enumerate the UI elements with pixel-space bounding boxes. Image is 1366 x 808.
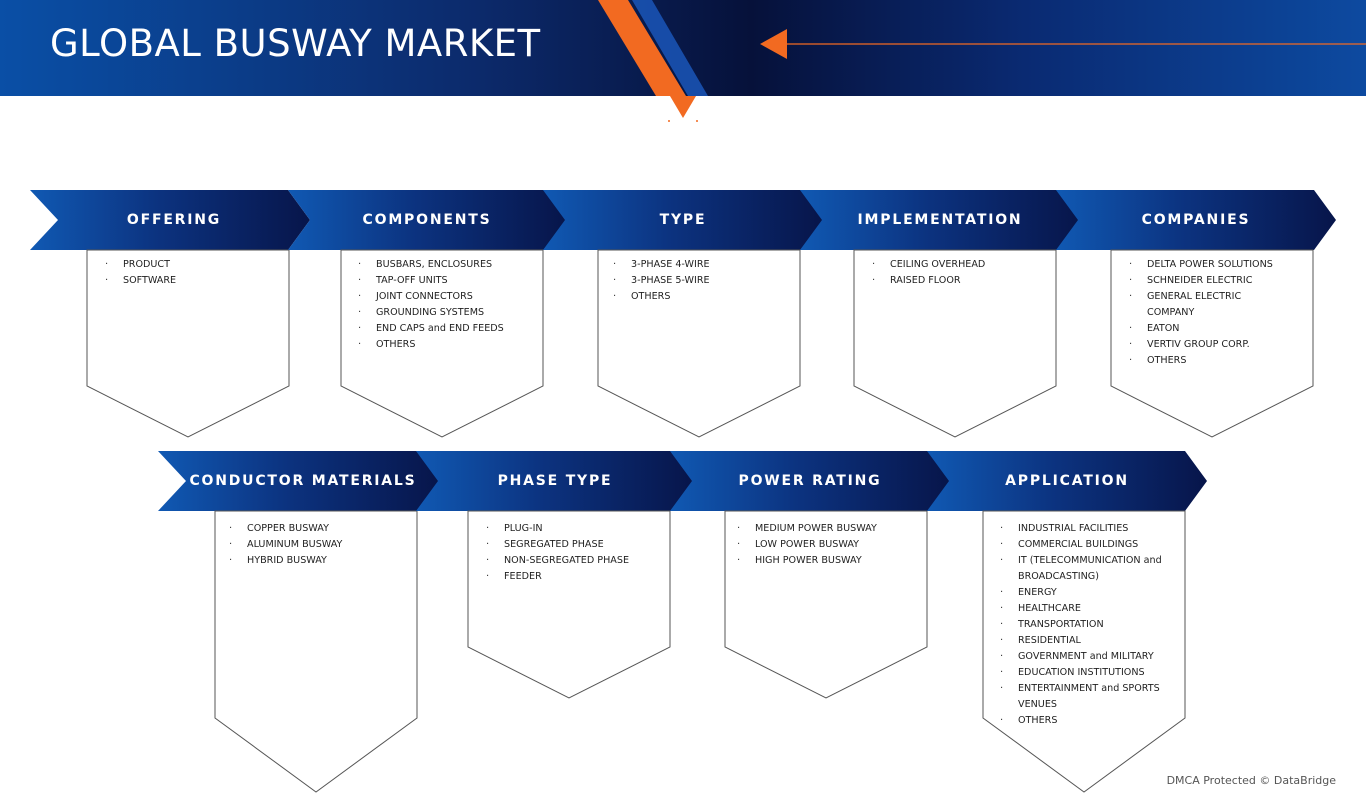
segment-box-conductor-materials xyxy=(214,510,418,793)
segment-header-companies: COMPANIES xyxy=(1056,190,1336,250)
orange-left-arrow-icon xyxy=(760,29,787,59)
list-item: JOINT CONNECTORS xyxy=(358,289,533,305)
list-item: BUSBARS, ENCLOSURES xyxy=(358,257,533,273)
list-item: ENTERTAINMENT and SPORTS VENUES xyxy=(1000,681,1168,713)
page-title: GLOBAL BUSWAY MARKET xyxy=(50,22,541,65)
list-item: IT (TELECOMMUNICATION and BROADCASTING) xyxy=(1000,553,1168,585)
segment-list-type: 3-PHASE 4-WIRE 3-PHASE 5-WIRE OTHERS xyxy=(613,257,788,305)
list-item: CEILING OVERHEAD xyxy=(872,257,1047,273)
list-item: OTHERS xyxy=(358,337,533,353)
list-item: GROUNDING SYSTEMS xyxy=(358,305,533,321)
list-item: ENERGY xyxy=(1000,585,1168,601)
accent-dot xyxy=(696,120,698,122)
segment-list-application: INDUSTRIAL FACILITIES COMMERCIAL BUILDIN… xyxy=(1000,521,1168,729)
list-item: EATON xyxy=(1129,321,1274,337)
list-item: OTHERS xyxy=(1000,713,1168,729)
list-item: SCHNEIDER ELECTRIC xyxy=(1129,273,1274,289)
segment-label: COMPONENTS xyxy=(362,212,492,228)
segment-label: COMPANIES xyxy=(1141,212,1251,228)
segment-box-components xyxy=(340,249,544,438)
list-item: COMMERCIAL BUILDINGS xyxy=(1000,537,1168,553)
list-item: 3-PHASE 5-WIRE xyxy=(613,273,788,289)
orange-stripe xyxy=(598,0,686,96)
list-item: GOVERNMENT and MILITARY xyxy=(1000,649,1168,665)
segment-list-phase-type: PLUG-IN SEGREGATED PHASE NON-SEGREGATED … xyxy=(486,521,661,585)
segment-list-components: BUSBARS, ENCLOSURES TAP-OFF UNITS JOINT … xyxy=(358,257,533,353)
list-item: SEGREGATED PHASE xyxy=(486,537,661,553)
list-item: RAISED FLOOR xyxy=(872,273,1047,289)
list-item: OTHERS xyxy=(1129,353,1274,369)
list-item: 3-PHASE 4-WIRE xyxy=(613,257,788,273)
orange-down-arrow-icon xyxy=(670,96,696,118)
segment-list-companies: DELTA POWER SOLUTIONS SCHNEIDER ELECTRIC… xyxy=(1129,257,1274,369)
list-item: HEALTHCARE xyxy=(1000,601,1168,617)
segment-label: PHASE TYPE xyxy=(497,473,613,489)
segment-list-conductor-materials: COPPER BUSWAY ALUMINUM BUSWAY HYBRID BUS… xyxy=(229,521,404,569)
segment-box-type xyxy=(597,249,801,438)
segment-label: TYPE xyxy=(659,212,707,228)
list-item: FEEDER xyxy=(486,569,661,585)
list-item: VERTIV GROUP CORP. xyxy=(1129,337,1274,353)
segment-label: IMPLEMENTATION xyxy=(857,212,1023,228)
list-item: INDUSTRIAL FACILITIES xyxy=(1000,521,1168,537)
segment-box-application xyxy=(982,510,1186,793)
list-item: NON-SEGREGATED PHASE xyxy=(486,553,661,569)
segment-box-offering xyxy=(86,249,290,438)
list-item: LOW POWER BUSWAY xyxy=(737,537,917,553)
segment-label: OFFERING xyxy=(126,212,222,228)
list-item: PRODUCT xyxy=(105,257,275,273)
list-item: OTHERS xyxy=(613,289,788,305)
segment-list-power-rating: MEDIUM POWER BUSWAY LOW POWER BUSWAY HIG… xyxy=(737,521,917,569)
segment-header-conductor-materials: CONDUCTOR MATERIALS xyxy=(158,451,440,511)
segment-list-offering: PRODUCT SOFTWARE xyxy=(105,257,275,289)
list-item: SOFTWARE xyxy=(105,273,275,289)
segment-header-offering: OFFERING xyxy=(30,190,310,250)
list-item: HYBRID BUSWAY xyxy=(229,553,404,569)
segment-header-components: COMPONENTS xyxy=(288,190,566,250)
segment-header-application: APPLICATION xyxy=(927,451,1207,511)
segment-header-type: TYPE xyxy=(543,190,823,250)
segment-box-implementation xyxy=(853,249,1057,438)
list-item: EDUCATION INSTITUTIONS xyxy=(1000,665,1168,681)
header-decoration xyxy=(598,0,1366,122)
list-item: GENERAL ELECTRIC COMPANY xyxy=(1129,289,1274,321)
accent-dot xyxy=(668,120,670,122)
segment-header-power-rating: POWER RATING xyxy=(670,451,950,511)
segment-label: POWER RATING xyxy=(738,473,882,489)
segment-label: APPLICATION xyxy=(1005,473,1129,489)
segment-box-phase-type xyxy=(467,510,671,699)
list-item: TAP-OFF UNITS xyxy=(358,273,533,289)
list-item: ALUMINUM BUSWAY xyxy=(229,537,404,553)
segment-label: CONDUCTOR MATERIALS xyxy=(189,473,417,489)
segment-box-power-rating xyxy=(724,510,928,699)
list-item: MEDIUM POWER BUSWAY xyxy=(737,521,917,537)
segment-header-phase-type: PHASE TYPE xyxy=(416,451,694,511)
list-item: DELTA POWER SOLUTIONS xyxy=(1129,257,1274,273)
list-item: RESIDENTIAL xyxy=(1000,633,1168,649)
list-item: PLUG-IN xyxy=(486,521,661,537)
list-item: END CAPS and END FEEDS xyxy=(358,321,533,337)
segment-box-companies xyxy=(1110,249,1314,438)
copyright-note: DMCA Protected © DataBridge xyxy=(1166,774,1336,787)
list-item: COPPER BUSWAY xyxy=(229,521,404,537)
list-item: TRANSPORTATION xyxy=(1000,617,1168,633)
blue-stripe xyxy=(632,0,708,96)
segment-list-implementation: CEILING OVERHEAD RAISED FLOOR xyxy=(872,257,1047,289)
list-item: HIGH POWER BUSWAY xyxy=(737,553,917,569)
segment-header-implementation: IMPLEMENTATION xyxy=(800,190,1080,250)
